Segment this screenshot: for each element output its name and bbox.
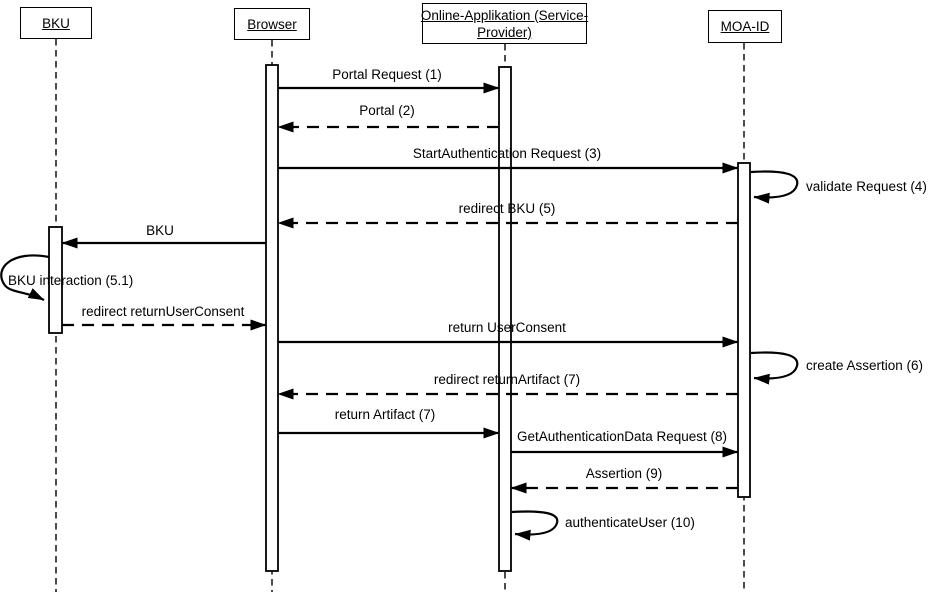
message-label-getauthenticationdata-request: GetAuthenticationData Request (8): [516, 429, 728, 444]
actor-box-service-provider: Online-Applikation (Service- Provider): [420, 3, 589, 44]
arrow-bku-interaction-self: [0, 254, 50, 301]
actor-box-moa-id: MOA-ID: [708, 10, 782, 43]
arrow-authenticateuser-self: [511, 510, 559, 541]
actor-label-moa-id: MOA-ID: [720, 19, 770, 34]
actor-label-browser: Browser: [247, 16, 297, 32]
actor-label-service-provider-line2: Provider): [477, 24, 532, 40]
message-label-redirect-returnuserconsent: redirect returnUserConsent: [81, 304, 245, 319]
actor-box-bku: BKU: [20, 7, 92, 39]
actor-label-service-provider-line1: Online-Applikation (Service-: [420, 7, 589, 23]
message-label-redirect-bku: redirect BKU (5): [458, 201, 556, 216]
activation-moa-id: [737, 162, 751, 498]
message-label-create-assertion: create Assertion (6): [806, 358, 924, 373]
message-label-bku-interaction: BKU interaction (5.1): [8, 273, 134, 288]
actor-box-browser: Browser: [234, 8, 310, 40]
message-label-bku: BKU: [146, 223, 174, 238]
message-label-redirect-returnartifact: redirect returnArtifact (7): [433, 372, 581, 387]
arrow-validate-request-self: [750, 170, 799, 204]
message-label-return-userconsent: return UserConsent: [448, 320, 566, 335]
message-label-startauthentication-request: StartAuthentication Request (3): [412, 146, 602, 161]
message-label-validate-request: validate Request (4): [806, 179, 927, 194]
message-label-return-artifact: return Artifact (7): [334, 407, 436, 422]
message-label-authenticateuser: authenticateUser (10): [565, 515, 695, 530]
message-label-portal: Portal (2): [359, 103, 415, 118]
message-label-assertion: Assertion (9): [585, 466, 663, 481]
activation-bku: [48, 226, 63, 334]
actor-label-bku: BKU: [42, 15, 70, 31]
activation-browser: [265, 64, 279, 572]
arrow-create-assertion-self: [750, 351, 799, 385]
activation-service-provider: [498, 66, 512, 572]
message-label-portal-request: Portal Request (1): [332, 67, 442, 82]
